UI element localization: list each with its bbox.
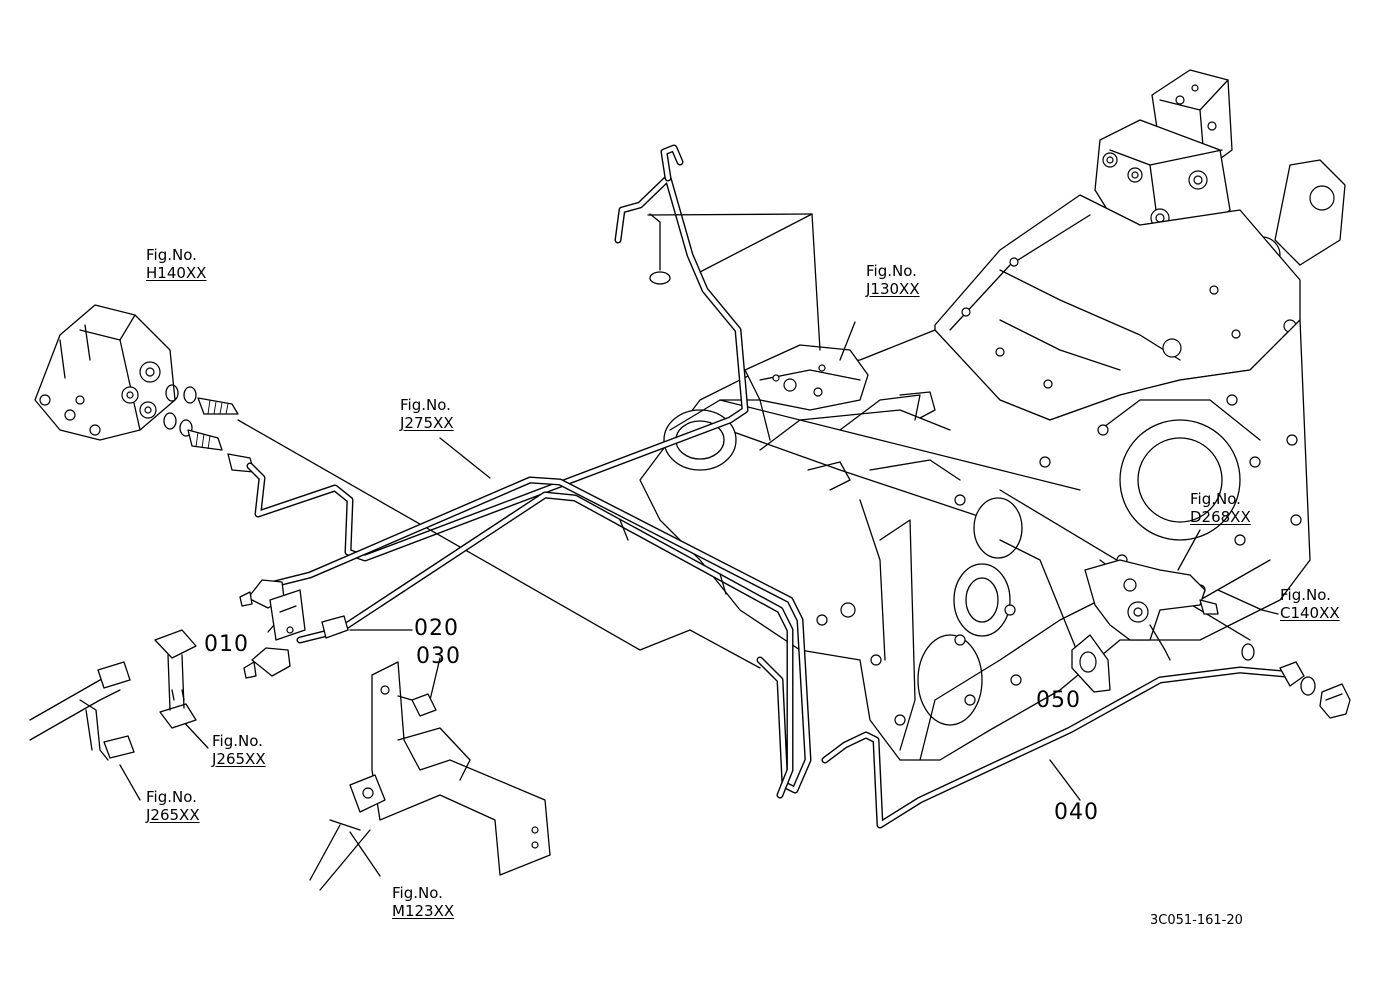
figref-sensor-heading: Fig.No. bbox=[1190, 490, 1241, 508]
figref-transmission-case-heading: Fig.No. bbox=[1280, 586, 1331, 604]
figref-hydraulic-block-heading: Fig.No. bbox=[866, 262, 917, 280]
figref-bracket: Fig.No. M123XX bbox=[392, 884, 454, 920]
figref-hydraulic-block-code[interactable]: J130XX bbox=[866, 280, 920, 298]
figref-hose-joint-code[interactable]: J265XX bbox=[146, 806, 200, 824]
figref-bracket-code[interactable]: M123XX bbox=[392, 902, 455, 920]
figref-sensor-code[interactable]: D268XX bbox=[1190, 508, 1251, 526]
part-number-bolt[interactable]: 030 bbox=[416, 644, 461, 669]
steering-unit-drawing bbox=[34, 304, 255, 473]
figref-hydraulic-block: Fig.No. J130XX bbox=[866, 262, 920, 298]
figref-hose-joint: Fig.No. J265XX bbox=[146, 788, 200, 824]
part-number-pipe-assembly[interactable]: 020 bbox=[414, 616, 459, 641]
return-pipe-drawing bbox=[246, 144, 749, 562]
tee-joint-drawing bbox=[29, 629, 197, 761]
pipe-clamp-drawing bbox=[1071, 634, 1111, 693]
figref-sensor: Fig.No. D268XX bbox=[1190, 490, 1251, 526]
part-number-delivery-pipe[interactable]: 040 bbox=[1054, 800, 1099, 825]
figref-return-pipe-heading: Fig.No. bbox=[400, 396, 451, 414]
sensor-drawing bbox=[1084, 559, 1219, 661]
figref-steering-unit: Fig.No. H140XX bbox=[146, 246, 206, 282]
figref-steering-unit-heading: Fig.No. bbox=[146, 246, 197, 264]
catalog-number: 3C051-161-20 bbox=[1150, 913, 1243, 928]
figref-transmission-case-code[interactable]: C140XX bbox=[1280, 604, 1340, 622]
figref-tee-joint: Fig.No. J265XX bbox=[212, 732, 266, 768]
figref-steering-unit-code[interactable]: H140XX bbox=[146, 264, 207, 282]
part-number-clamp[interactable]: 010 bbox=[204, 632, 249, 657]
figref-tee-joint-code[interactable]: J265XX bbox=[212, 750, 266, 768]
figref-return-pipe-code[interactable]: J275XX bbox=[400, 414, 454, 432]
bracket-drawing bbox=[309, 661, 551, 891]
figref-hose-joint-heading: Fig.No. bbox=[146, 788, 197, 806]
figref-bracket-heading: Fig.No. bbox=[392, 884, 443, 902]
figref-transmission-case: Fig.No. C140XX bbox=[1280, 586, 1340, 622]
delivery-pipe-drawing bbox=[239, 476, 812, 799]
figref-return-pipe: Fig.No. J275XX bbox=[400, 396, 454, 432]
suction-pipe-drawing bbox=[821, 643, 1351, 829]
part-number-pipe-clamp[interactable]: 050 bbox=[1036, 688, 1081, 713]
figref-tee-joint-heading: Fig.No. bbox=[212, 732, 263, 750]
leader-lines bbox=[119, 213, 1279, 877]
transmission-case-drawing bbox=[639, 69, 1346, 761]
